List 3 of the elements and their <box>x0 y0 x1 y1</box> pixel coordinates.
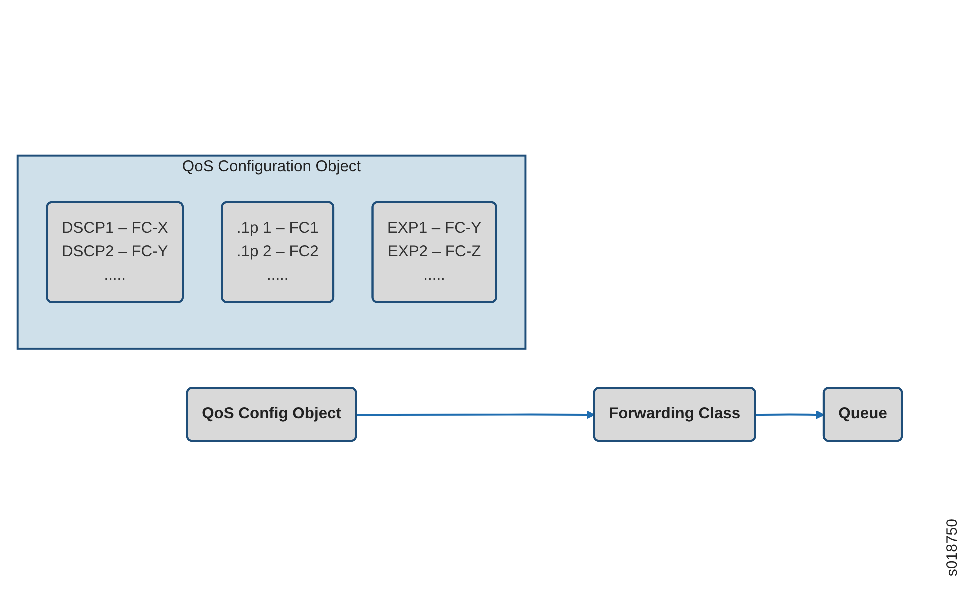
figure-id: s018750 <box>944 519 961 577</box>
arrow <box>756 410 825 420</box>
arrow <box>356 410 596 420</box>
